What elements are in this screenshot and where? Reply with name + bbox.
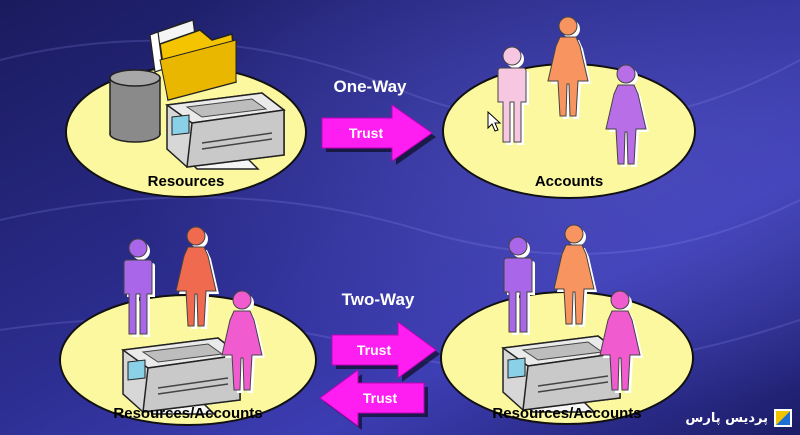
one-way-heading: One-Way [333, 77, 407, 96]
watermark: پردیس پارس [685, 409, 792, 427]
resources-label: Resources [148, 173, 225, 190]
resources-accounts-left-label: Resources/Accounts [113, 405, 262, 422]
folder-icon [149, 19, 237, 101]
one-way-trust-label: Trust [349, 125, 384, 141]
watermark-text: پردیس پارس [685, 410, 768, 426]
logo-icon [774, 409, 792, 427]
one-way-trust-arrow: Trust [321, 104, 436, 165]
two-way-trust-left-arrow: Trust [319, 369, 428, 430]
resources-group: Resources [65, 19, 307, 198]
two-way-trust-right-label: Trust [357, 342, 392, 358]
accounts-group: Accounts [442, 16, 696, 199]
database-icon [109, 69, 161, 143]
two-way-heading: Two-Way [342, 290, 415, 309]
mouse-cursor-icon [487, 110, 502, 132]
resources-accounts-right-group: Resources/Accounts [440, 224, 694, 425]
two-way-trust-right-arrow: Trust [331, 321, 440, 382]
two-way-trust-left-label: Trust [363, 390, 398, 406]
accounts-label: Accounts [535, 173, 603, 190]
resources-accounts-left-group: Resources/Accounts [59, 226, 317, 426]
printer-icon [122, 337, 241, 415]
resources-accounts-right-label: Resources/Accounts [492, 405, 641, 422]
printer-icon [166, 92, 285, 170]
